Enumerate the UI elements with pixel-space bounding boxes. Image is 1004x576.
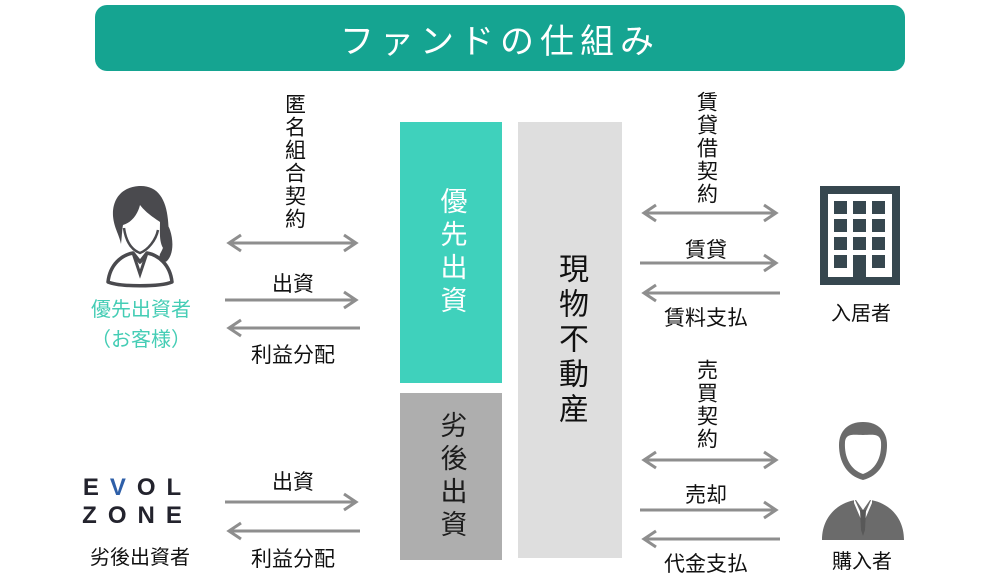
subordinated-investor-name: 劣後出資者	[90, 547, 190, 569]
investment-arrow-bottom	[225, 492, 359, 512]
page-title-text: ファンドの仕組み	[340, 22, 660, 61]
rent-payment-label: 賃料支払	[664, 307, 748, 330]
tenant-name: 入居者	[831, 303, 891, 325]
man-icon	[822, 422, 904, 540]
sale-contract-label: 売買契約	[694, 359, 718, 451]
profit-distribution-label-top: 利益分配	[251, 344, 335, 367]
payment-arrow	[641, 529, 780, 549]
sale-label: 売却	[685, 484, 727, 507]
lease-contract-label: 賃貸借契約	[694, 91, 718, 206]
page-title: ファンドの仕組み	[95, 5, 905, 71]
rent-payment-arrow	[641, 283, 780, 303]
physical-property-label: 現物不動産	[554, 252, 587, 428]
evol-zone-logo-row2: ZONE	[82, 501, 193, 529]
priority-investment-label: 優先出資	[436, 186, 467, 319]
evol-zone-logo: EVOL ZONE	[77, 474, 193, 529]
logo-letter-e: E	[82, 474, 110, 501]
woman-icon	[106, 185, 174, 288]
anonymous-partnership-contract-label: 匿名組合契約	[282, 93, 306, 231]
building-icon	[820, 186, 900, 285]
lease-arrow	[640, 253, 779, 273]
investment-label-top: 出資	[272, 273, 314, 296]
lease-contract-double-arrow	[641, 203, 779, 223]
investment-arrow-top	[225, 290, 359, 310]
logo-letter-v: V	[109, 474, 137, 501]
sale-contract-double-arrow	[641, 450, 779, 470]
sale-arrow	[640, 500, 779, 520]
profit-distribution-arrow-top	[226, 318, 360, 338]
profit-distribution-arrow-bottom	[226, 521, 360, 541]
priority-investor-subname: （お客様）	[91, 329, 191, 351]
physical-property-box: 現物不動産	[518, 122, 622, 558]
lease-label: 賃貸	[685, 239, 727, 262]
subordinated-investment-box: 劣後出資	[400, 393, 502, 560]
buyer-name: 購入者	[832, 551, 892, 573]
logo-letters-ol: OL	[136, 474, 193, 501]
evol-zone-logo-row1: EVOL	[77, 474, 193, 502]
profit-distribution-label-bottom: 利益分配	[251, 548, 335, 571]
contract-double-arrow	[226, 233, 359, 253]
payment-label: 代金支払	[664, 553, 748, 576]
priority-investment-box: 優先出資	[400, 122, 502, 383]
investment-label-bottom: 出資	[272, 471, 314, 494]
subordinated-investment-label: 劣後出資	[436, 410, 467, 543]
priority-investor-name: 優先出資者	[91, 299, 191, 321]
